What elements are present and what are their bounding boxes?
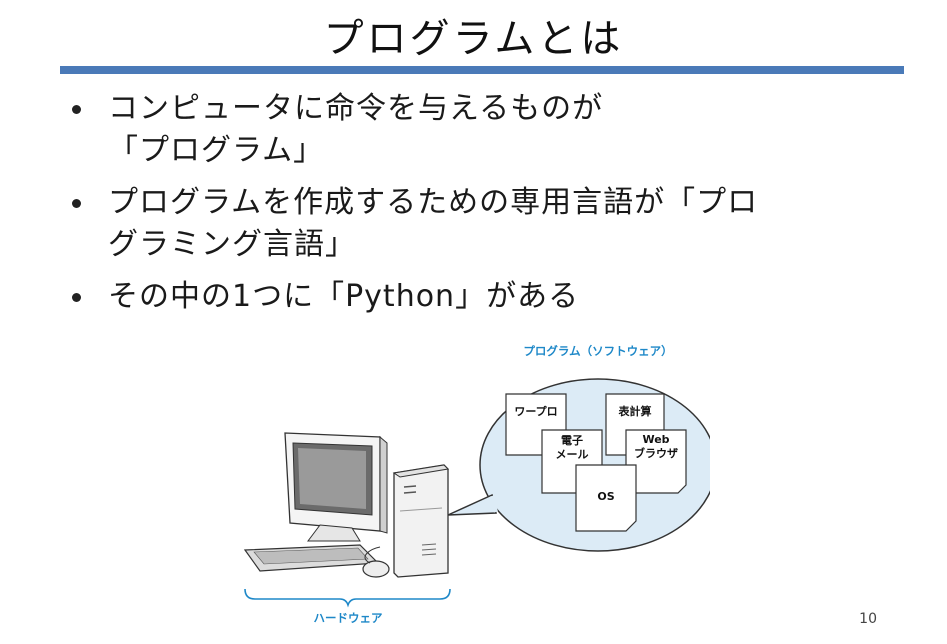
doc-os-label: OS [597,490,614,503]
tower-icon [392,464,450,578]
hardware-bracket [244,588,451,608]
doc-web-label-2: ブラウザ [634,446,678,460]
bullet-item: コンピュータに命令を与えるものが 「プログラム」 [72,88,892,172]
doc-spreadsheet-label: 表計算 [618,404,652,418]
page-number: 10 [859,611,877,627]
bullet-text: コンピュータに命令を与えるものが [108,91,604,126]
slide-title: プログラムとは [323,16,624,62]
bullet-item: その中の1つに「Python」がある [72,276,892,318]
bullet-dot-icon [72,293,81,302]
keyboard-icon [243,544,380,572]
bullet-text: グラミング言語」 [108,227,356,262]
bullet-text: 「プログラム」 [108,133,325,168]
monitor-icon [284,432,388,542]
bullet-list: コンピュータに命令を与えるものが 「プログラム」 プログラムを作成するための専用… [72,88,892,328]
hardware-label: ハードウェア [314,611,383,625]
doc-os: OS [575,464,637,532]
doc-wapuro-label: ワープロ [514,404,557,418]
bullet-dot-icon [72,105,81,114]
title-divider [60,66,904,74]
bullet-dot-icon [72,199,81,208]
doc-mail-label-2: メール [556,448,589,461]
mouse-icon [362,546,390,578]
computer-software-diagram: プログラム（ソフトウェア） ワープロ 表計算 電子 メール Web ブラウザ O… [243,344,710,625]
doc-mail-label-1: 電子 [561,434,583,447]
bullet-text: その中の1つに「Python」がある [108,279,580,314]
software-label: プログラム（ソフトウェア） [523,344,672,358]
bullet-item: プログラムを作成するための専用言語が「プロ グラミング言語」 [72,182,892,266]
doc-web-label-1: Web [642,433,669,446]
bullet-text: プログラムを作成するための専用言語が「プロ [108,185,759,220]
